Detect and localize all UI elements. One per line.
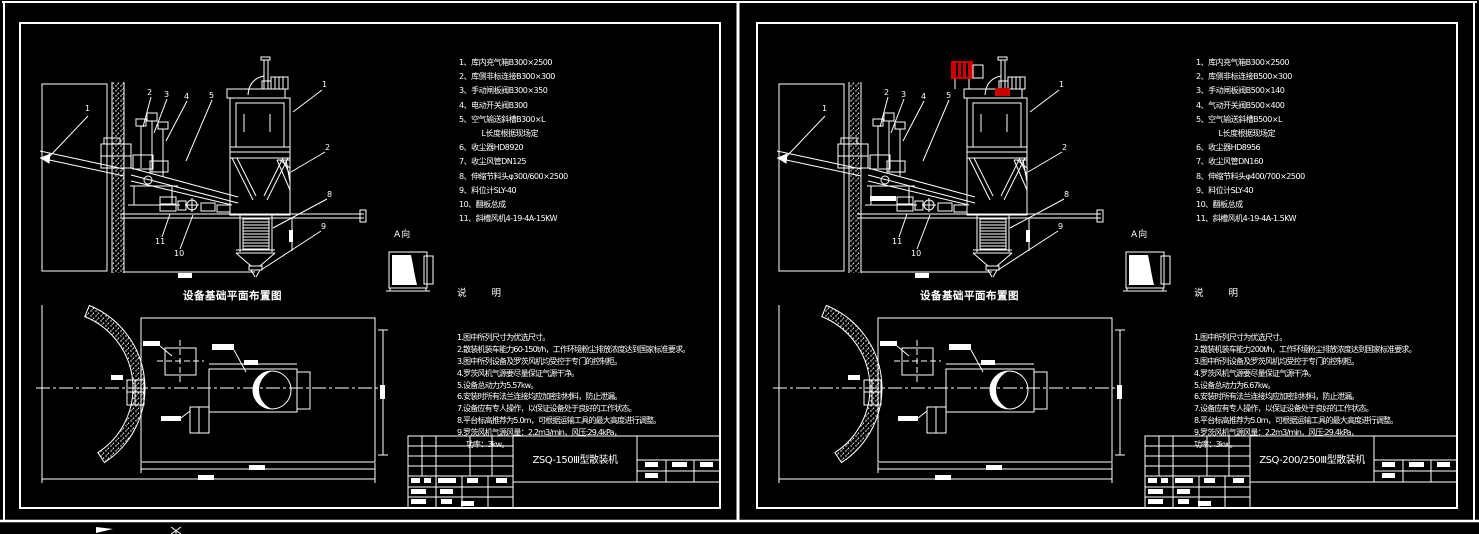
svg-text:8: 8 [1064, 190, 1069, 199]
svg-text:1: 1 [85, 104, 90, 113]
svg-text:1: 1 [822, 104, 827, 113]
a-view-label: A向 [394, 230, 412, 240]
note-line: 7.设备应有专人操作，以保证设备处于良好的工作状态。 [1194, 404, 1374, 414]
a-view-label: A向 [1131, 230, 1149, 240]
svg-text:8: 8 [327, 190, 332, 199]
svg-text:5: 5 [209, 91, 214, 100]
svg-text:11: 11 [155, 237, 165, 246]
note-line: 功率：3kw。 [1194, 439, 1237, 449]
titleblock-model: ZSQ-200/250Ⅲ型散装机 [1259, 455, 1365, 466]
note-line: 1.图中所列尺寸为优选尺寸。 [1194, 333, 1287, 343]
parts-list-item: L长度根据现场定 [459, 128, 538, 138]
note-line: 8.平台标高推荐为5.0m，可根据运输工具的最大高度进行调整。 [457, 416, 661, 426]
parts-list-item: 4、电动开关阀B300 [459, 100, 528, 110]
parts-list-item: 3、手动闸板阀B300×350 [459, 86, 548, 96]
svg-text:2: 2 [1062, 143, 1067, 152]
parts-list-item: 10、翻板总成 [459, 199, 506, 209]
parts-list-item: 11、斜槽风机4-19-4A-15KW [459, 214, 558, 224]
parts-list-item: 3、手动闸板阀B500×140 [1196, 86, 1285, 96]
svg-text:4: 4 [921, 92, 926, 101]
svg-text:2: 2 [325, 143, 330, 152]
svg-text:9: 9 [1058, 222, 1063, 231]
note-line: 3.图中所列设备及罗茨风机均受控于专门的控制柜。 [457, 356, 622, 366]
parts-list-item: 8、伸缩节料头φ400/700×2500 [1196, 171, 1305, 181]
notes-lines: 1.图中所列尺寸为优选尺寸。 2.散装机装车能力200t/h，工作环境粉尘排放浓度… [1194, 332, 1469, 450]
notes-block: 说 明 1.图中所列尺寸为优选尺寸。 2.散装机装车能力200t/h，工作环境粉尘… [1194, 264, 1469, 474]
note-line: 8.平台标高推荐为5.0m，可根据运输工具的最大高度进行调整。 [1194, 416, 1398, 426]
note-line: 5.设备总动力为6.67kw。 [1194, 380, 1275, 390]
notes-block: 说 明 1.图中所列尺寸为优选尺寸。 2.散装机装车能力60-150t/h，工作环… [457, 264, 732, 474]
notes-title: 说 明 [1194, 287, 1241, 299]
svg-text:3: 3 [901, 90, 906, 99]
parts-list-item: 10、翻板总成 [1196, 199, 1243, 209]
parts-list-item: 7、收尘风管DN125 [459, 157, 527, 167]
titleblock-model: ZSQ-150Ⅲ型散装机 [532, 455, 618, 466]
note-line: 功率：3kw。 [457, 439, 509, 449]
parts-list: 1、库内充气箱B300×2500 2、库侧非标连接B300×300 3、手动闸板阀B… [459, 56, 568, 226]
parts-list-item: 6、收尘器HD8920 [459, 143, 524, 153]
svg-text:2: 2 [147, 88, 152, 97]
note-line: 6.安装时所有法兰连接均应加密封材料，防止泄漏。 [1194, 392, 1359, 402]
svg-text:10: 10 [174, 249, 184, 258]
svg-text:9: 9 [321, 222, 326, 231]
note-line: 3.图中所列设备及罗茨风机均受控于专门的控制柜。 [1194, 356, 1359, 366]
parts-list-item: 1、库内充气箱B300×2500 [1196, 58, 1289, 67]
notes-lines: 1.图中所列尺寸为优选尺寸。 2.散装机装车能力60-150t/h，工作环境粉尘排… [457, 332, 732, 450]
parts-list-item: 5、空气输送斜槽B300×L [459, 114, 546, 124]
note-line: 4.罗茨风机气源要尽量保证气源干净。 [457, 368, 579, 378]
svg-text:5: 5 [946, 91, 951, 100]
note-line: 5.设备总动力为5.57kw。 [457, 380, 538, 390]
parts-list-item: 7、收尘风管DN160 [1196, 157, 1264, 167]
note-line: 1.图中所列尺寸为优选尺寸。 [457, 333, 550, 343]
parts-list-item: 8、伸缩节料头φ300/600×2500 [459, 171, 568, 181]
note-line: 9.罗茨风机气源风量：2.2m3/min，风压:29.4kPa， [457, 427, 622, 437]
note-line: 4.罗茨风机气源要尽量保证气源干净。 [1194, 368, 1316, 378]
svg-text:3: 3 [164, 90, 169, 99]
notes-title: 说 明 [457, 287, 504, 299]
note-line: 6.安装时所有法兰连接均应加密封材料，防止泄漏。 [457, 392, 622, 402]
parts-list-item: 11、斜槽风机4-19-4A-1.5KW [1196, 214, 1297, 224]
note-line: 2.散装机装车能力60-150t/h，工作环境粉尘排放浓度达到国家标准要求。 [457, 345, 690, 355]
plan-view-title: 设备基础平面布置图 [183, 290, 282, 302]
svg-text:1: 1 [1059, 80, 1064, 89]
parts-list-item: 9、料位计SLY-40 [459, 185, 517, 195]
parts-list-item: L长度根据现场定 [1196, 128, 1275, 138]
plan-view-title: 设备基础平面布置图 [920, 290, 1019, 302]
note-line: 7.设备应有专人操作，以保证设备处于良好的工作状态。 [457, 404, 637, 414]
note-line: 2.散装机装车能力200t/h，工作环境粉尘排放浓度达到国家标准要求。 [1194, 345, 1417, 355]
svg-text:1: 1 [322, 80, 327, 89]
note-line: 9.罗茨风机气源风量：2.2m3/min，风压:29.4kPa， [1194, 427, 1359, 437]
svg-text:11: 11 [892, 237, 902, 246]
parts-list-item: 4、气动开关阀B500×400 [1196, 100, 1285, 110]
svg-text:10: 10 [911, 249, 921, 258]
parts-list: 1、库内充气箱B300×2500 2、库侧非标连接B500×300 3、手动闸板阀B… [1196, 56, 1305, 226]
svg-text:4: 4 [184, 92, 189, 101]
parts-list-item: 5、空气输送斜槽B500×L [1196, 114, 1283, 124]
parts-list-item: 2、库侧非标连接B500×300 [1196, 72, 1292, 82]
svg-text:2: 2 [884, 88, 889, 97]
parts-list-item: 2、库侧非标连接B300×300 [459, 72, 555, 82]
parts-list-item: 1、库内充气箱B300×2500 [459, 58, 552, 67]
parts-list-item: 9、料位计SLY-40 [1196, 185, 1254, 195]
parts-list-item: 6、收尘器HD8956 [1196, 143, 1261, 153]
